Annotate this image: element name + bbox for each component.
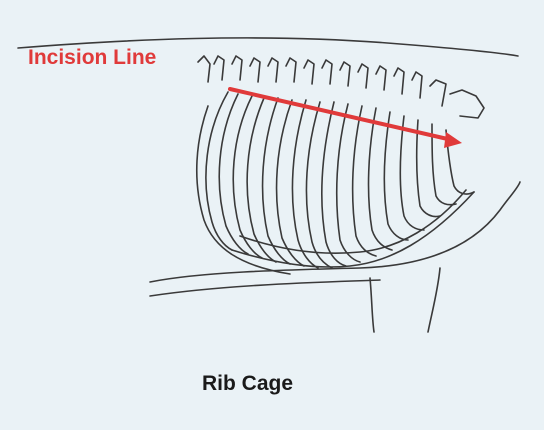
incision-arrow [230,89,462,148]
ribs [206,92,474,268]
diagram-caption: Rib Cage [202,372,293,396]
vertebrae [198,56,484,118]
foreleg [370,268,440,332]
lower-contour [150,280,380,296]
incision-line-label: Incision Line [28,46,156,70]
